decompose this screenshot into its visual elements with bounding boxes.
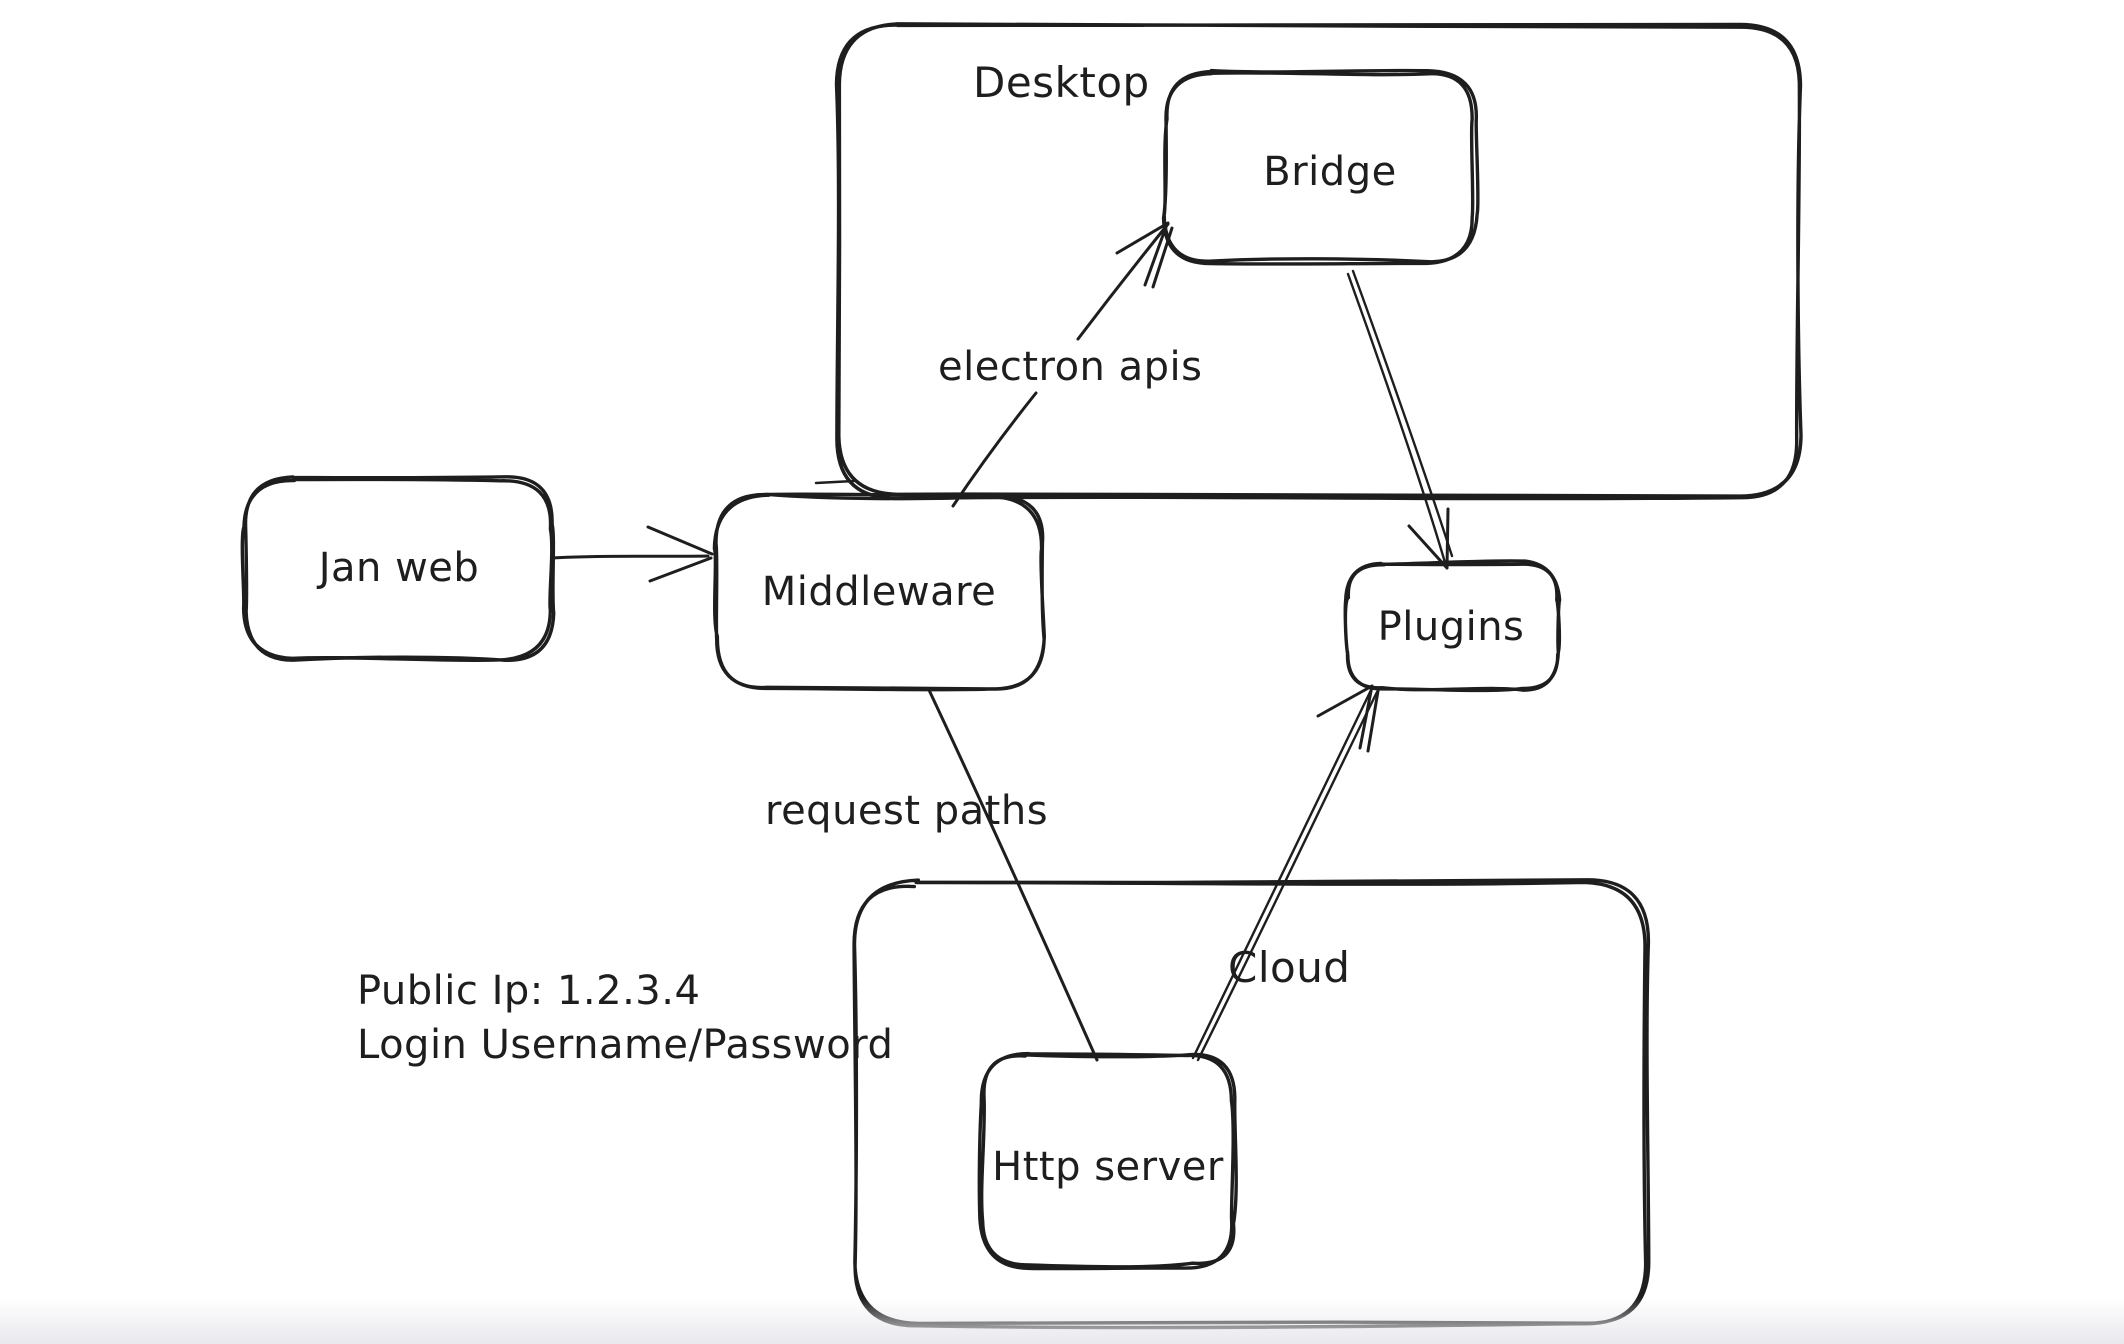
- node-httpserver[interactable]: Http server: [977, 1051, 1238, 1271]
- edge-janweb-middleware-arrowhead: [646, 525, 714, 583]
- note-login-credentials[interactable]: Login Username/Password: [357, 1022, 893, 1068]
- node-middleware[interactable]: Middleware: [712, 492, 1047, 692]
- node-httpserver-label[interactable]: Http server: [992, 1144, 1224, 1190]
- edge-httpserver-plugins[interactable]: [1191, 684, 1380, 1062]
- edge-middleware-httpserver[interactable]: request paths: [765, 688, 1099, 1062]
- container-desktop[interactable]: Desktop: [814, 22, 1803, 501]
- edge-middleware-httpserver-shaft: [927, 688, 1099, 1062]
- edge-janweb-middleware-shaft: [550, 554, 710, 560]
- edge-middleware-bridge[interactable]: electron apis: [938, 221, 1202, 508]
- node-bridge-label[interactable]: Bridge: [1263, 149, 1396, 195]
- edge-janweb-middleware[interactable]: [550, 525, 714, 583]
- edge-bridge-plugins-shaft: [1346, 272, 1448, 568]
- node-janweb-label[interactable]: Jan web: [316, 545, 480, 591]
- note-public-ip[interactable]: Public Ip: 1.2.3.4: [357, 968, 700, 1014]
- node-plugins-label[interactable]: Plugins: [1378, 604, 1525, 650]
- notes-block[interactable]: Public Ip: 1.2.3.4 Login Username/Passwo…: [357, 968, 893, 1068]
- container-cloud[interactable]: Cloud: [852, 878, 1651, 1330]
- edge-httpserver-plugins-shaft: [1191, 686, 1374, 1060]
- edge-label-electron-apis[interactable]: electron apis: [938, 344, 1202, 390]
- node-bridge-box[interactable]: [1161, 68, 1480, 266]
- node-middleware-box[interactable]: [712, 492, 1047, 692]
- node-middleware-label[interactable]: Middleware: [762, 569, 997, 615]
- container-cloud-label[interactable]: Cloud: [1228, 943, 1350, 992]
- edge-bridge-plugins[interactable]: [1346, 269, 1454, 570]
- node-janweb-box[interactable]: [240, 475, 556, 663]
- edge-bridge-plugins-shaft-double: [1351, 269, 1454, 558]
- container-desktop-box[interactable]: [834, 22, 1803, 501]
- node-bridge[interactable]: Bridge: [1161, 68, 1480, 266]
- edge-bridge-plugins-arrowhead: [1407, 507, 1450, 570]
- edge-httpserver-plugins-shaft-double: [1196, 690, 1379, 1062]
- edge-httpserver-plugins-arrowhead: [1316, 684, 1380, 753]
- node-httpserver-box[interactable]: [977, 1051, 1238, 1271]
- node-plugins[interactable]: Plugins: [1343, 559, 1562, 693]
- edge-label-request-paths[interactable]: request paths: [765, 788, 1048, 834]
- container-desktop-label[interactable]: Desktop: [973, 58, 1150, 107]
- node-janweb[interactable]: Jan web: [240, 475, 556, 663]
- edge-middleware-bridge-shaft-lower: [951, 391, 1038, 508]
- container-desktop-sketch-stroke: [814, 479, 856, 485]
- edge-middleware-bridge-shaft-upper: [1076, 222, 1170, 341]
- node-plugins-box[interactable]: [1343, 559, 1562, 693]
